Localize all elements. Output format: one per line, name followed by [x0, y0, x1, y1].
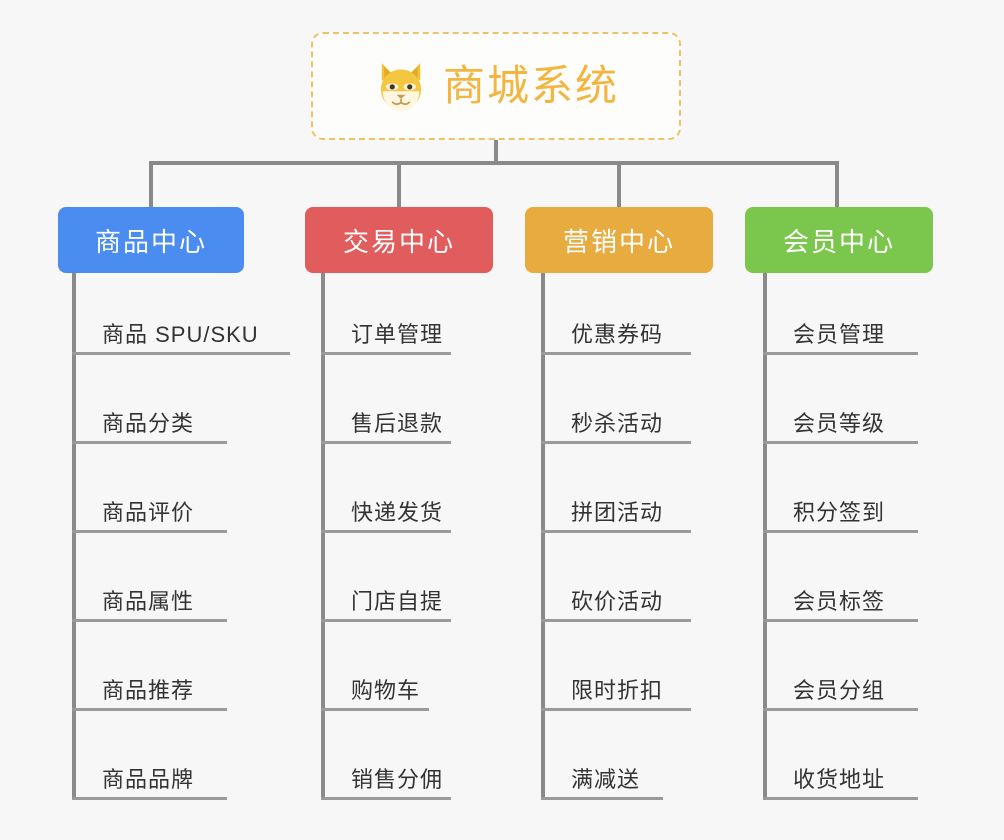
root-node[interactable]: 商城系统 [311, 32, 681, 140]
leaf-rule [72, 530, 227, 533]
leaf-rule [763, 619, 918, 622]
category-header-4[interactable]: 会员中心 [745, 207, 933, 273]
leaf-label: 满减送 [571, 767, 641, 792]
leaf-label: 商品 SPU/SKU [102, 322, 259, 347]
leaf-rule [763, 441, 918, 444]
category-title-1: 商品中心 [94, 226, 207, 257]
leaf-rule [541, 441, 691, 444]
leaf-rule [763, 708, 918, 711]
connector-drop-1 [149, 161, 153, 207]
leaf-label: 收货地址 [793, 767, 886, 792]
leaf-label: 会员标签 [793, 589, 886, 614]
category-header-3[interactable]: 营销中心 [525, 207, 713, 273]
category-title-4: 会员中心 [782, 226, 895, 257]
leaf-rule [763, 797, 918, 800]
leaf-label: 商品推荐 [102, 678, 195, 703]
leaf-label: 会员分组 [793, 678, 886, 703]
leaf-label: 门店自提 [351, 589, 444, 614]
leaf-spine-3 [541, 273, 545, 800]
leaf-label: 限时折扣 [571, 678, 664, 703]
leaf-rule [72, 441, 227, 444]
leaf-rule [541, 352, 691, 355]
connector-drop-3 [617, 161, 621, 207]
leaf-rule [321, 530, 451, 533]
root-title: 商城系统 [442, 62, 619, 109]
leaf-rule [321, 352, 451, 355]
leaf-spine-1 [72, 273, 76, 800]
connector-drop-2 [397, 161, 401, 207]
leaf-label: 商品分类 [102, 411, 195, 436]
leaf-rule [763, 352, 918, 355]
leaf-rule [321, 797, 451, 800]
leaf-label: 会员管理 [793, 322, 886, 347]
connector-root-stem [494, 140, 498, 164]
leaf-rule [321, 708, 429, 711]
leaf-rule [72, 797, 227, 800]
leaf-spine-2 [321, 273, 325, 800]
shiba-dog-face-icon [373, 58, 429, 114]
category-header-2[interactable]: 交易中心 [305, 207, 493, 273]
leaf-label: 拼团活动 [571, 500, 664, 525]
leaf-rule [541, 797, 663, 800]
leaf-label: 售后退款 [351, 411, 444, 436]
leaf-rule [72, 352, 290, 355]
leaf-spine-4 [763, 273, 767, 800]
connector-bus [149, 161, 839, 165]
leaf-label: 商品评价 [102, 500, 195, 525]
leaf-label: 砍价活动 [571, 589, 664, 614]
leaf-rule [72, 708, 227, 711]
leaf-label: 销售分佣 [351, 767, 444, 792]
leaf-rule [541, 708, 691, 711]
category-title-3: 营销中心 [562, 226, 675, 257]
leaf-label: 订单管理 [351, 322, 444, 347]
leaf-label: 积分签到 [793, 500, 886, 525]
leaf-rule [541, 530, 691, 533]
leaf-rule [72, 619, 227, 622]
category-title-2: 交易中心 [342, 226, 455, 257]
leaf-rule [541, 619, 691, 622]
leaf-rule [763, 530, 918, 533]
leaf-label: 优惠券码 [571, 322, 664, 347]
category-header-1[interactable]: 商品中心 [58, 207, 244, 273]
leaf-label: 商品属性 [102, 589, 195, 614]
leaf-rule [321, 441, 451, 444]
leaf-label: 商品品牌 [102, 767, 195, 792]
connector-drop-4 [835, 161, 839, 207]
leaf-label: 快递发货 [351, 500, 444, 525]
leaf-label: 购物车 [351, 678, 421, 703]
leaf-label: 会员等级 [793, 411, 886, 436]
leaf-label: 秒杀活动 [571, 411, 664, 436]
leaf-rule [321, 619, 451, 622]
